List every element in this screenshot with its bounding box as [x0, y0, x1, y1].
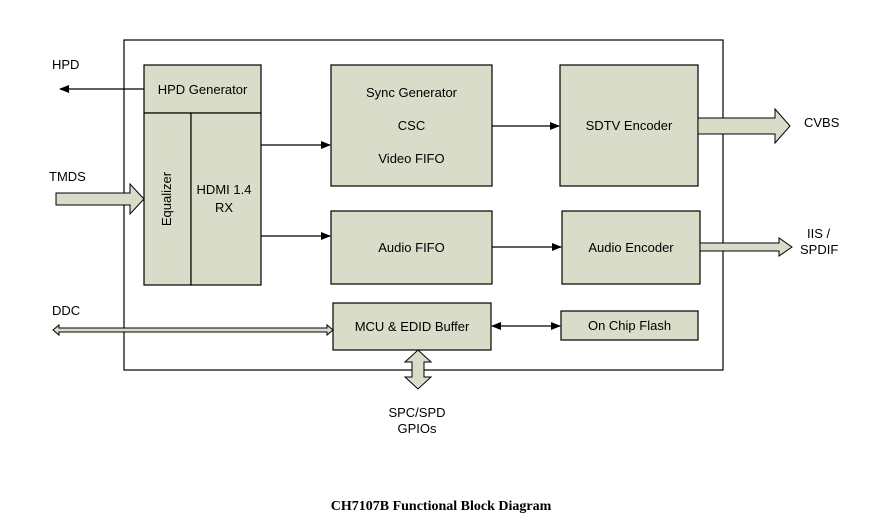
equalizer-block [143, 112, 192, 286]
tmds-input-arrow [55, 182, 145, 216]
audio-fifo-label: Audio FIFO [378, 240, 444, 255]
gpio-signal-label-line2: GPIOs [397, 421, 437, 436]
iis-signal-label-line1: IIS / [807, 226, 831, 241]
tmds-signal-label: TMDS [49, 169, 86, 184]
equalizer-label: Equalizer [159, 171, 174, 226]
iis-signal-label-line2: SPDIF [800, 242, 838, 257]
ddc-bus-arrow [52, 323, 334, 337]
ddc-signal-label: DDC [52, 303, 80, 318]
hdmi-rx-label-line2: RX [215, 200, 233, 215]
sync-generator-label: Sync Generator [366, 85, 458, 100]
diagram-caption: CH7107B Functional Block Diagram [331, 499, 552, 514]
iis-spdif-output-arrow [699, 237, 793, 257]
on-chip-flash-label: On Chip Flash [588, 318, 671, 333]
mcu-edid-label: MCU & EDID Buffer [355, 319, 470, 334]
sdtv-encoder-label: SDTV Encoder [586, 118, 673, 133]
csc-label: CSC [398, 118, 425, 133]
mcu-edid-block [332, 302, 492, 351]
hpd-generator-label: HPD Generator [158, 82, 248, 97]
video-fifo-label: Video FIFO [378, 151, 444, 166]
cvbs-signal-label: CVBS [804, 115, 840, 130]
gpio-signal-label-line1: SPC/SPD [388, 405, 445, 420]
audio-encoder-label: Audio Encoder [588, 240, 674, 255]
hdmi-rx-label-line1: HDMI 1.4 [197, 182, 252, 197]
hpd-signal-label: HPD [52, 57, 79, 72]
cvbs-output-arrow [697, 107, 791, 145]
audio-fifo-block [330, 210, 493, 285]
gpio-bidirectional-arrow [403, 349, 433, 390]
sdtv-encoder-block [559, 64, 699, 187]
audio-encoder-block [561, 210, 701, 285]
on-chip-flash-block [560, 310, 699, 341]
hdmi-rx-block [190, 112, 262, 286]
